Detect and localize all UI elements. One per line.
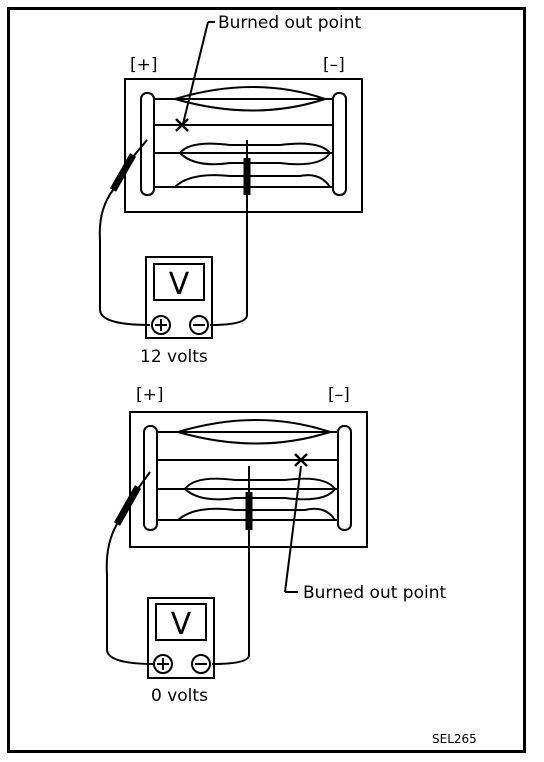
- bottom-reading: 0 volts: [151, 686, 208, 706]
- bottom-lead-plus: [105, 523, 156, 665]
- bottom-bus-bar-plus: [143, 425, 158, 531]
- top-minus-terminal: [189, 315, 209, 335]
- figure-frame: [7, 7, 526, 753]
- bottom-probe-tip-plus: [136, 471, 151, 491]
- bottom-voltmeter-body: [147, 597, 215, 679]
- top-plus-terminal-sign: [155, 319, 167, 331]
- top-glass-outline: [124, 78, 363, 213]
- bottom-probe-body-plus: [113, 485, 142, 526]
- top-bus-bar-minus: [332, 92, 347, 196]
- top-minus-label: [–]: [323, 55, 345, 75]
- bottom-lead-minus: [211, 530, 250, 665]
- figure-code: SEL265: [432, 732, 477, 746]
- top-plus-terminal: [151, 315, 171, 335]
- bottom-grid-loop-3: [177, 507, 336, 521]
- top-grid-loop-2: [179, 142, 331, 166]
- bottom-minus-label: [–]: [328, 385, 350, 405]
- top-lead-minus: [209, 195, 248, 326]
- top-plus-label: [+]: [130, 55, 158, 75]
- top-grid-loop-1: [174, 86, 329, 112]
- top-burned-out-mark: [175, 118, 189, 132]
- top-probe-tip-plus: [131, 139, 148, 159]
- bottom-burned-out-label: Burned out point: [303, 583, 446, 603]
- top-reading: 12 volts: [140, 347, 208, 367]
- top-probe-body-plus: [109, 153, 137, 192]
- bottom-bus-bar-minus: [337, 425, 352, 531]
- top-voltmeter-display: [153, 263, 205, 301]
- top-voltmeter-symbol: V: [169, 267, 190, 302]
- bottom-grid-loop-2: [184, 477, 336, 501]
- bottom-diagram: [+] [–] Burned out point V 0: [105, 385, 446, 706]
- top-bus-bar-plus: [140, 92, 155, 196]
- bottom-grid-loop-1: [177, 419, 334, 445]
- bottom-plus-terminal: [153, 654, 173, 674]
- top-callout-line: [182, 21, 209, 125]
- bottom-plus-terminal-sign: [157, 658, 169, 670]
- top-lead-plus: [98, 189, 151, 326]
- top-burned-out-label: Burned out point: [218, 13, 361, 33]
- top-voltmeter-body: [145, 256, 213, 339]
- bottom-plus-label: [+]: [136, 385, 164, 405]
- bottom-voltmeter-symbol: V: [171, 607, 192, 642]
- bottom-callout-line: [284, 465, 302, 593]
- top-diagram: Burned out point [+] [–] V: [98, 13, 363, 367]
- bottom-minus-terminal: [191, 654, 211, 674]
- bottom-burned-out-mark: [294, 453, 308, 467]
- bottom-voltmeter-display: [155, 603, 207, 641]
- top-grid-loop-3: [174, 174, 331, 188]
